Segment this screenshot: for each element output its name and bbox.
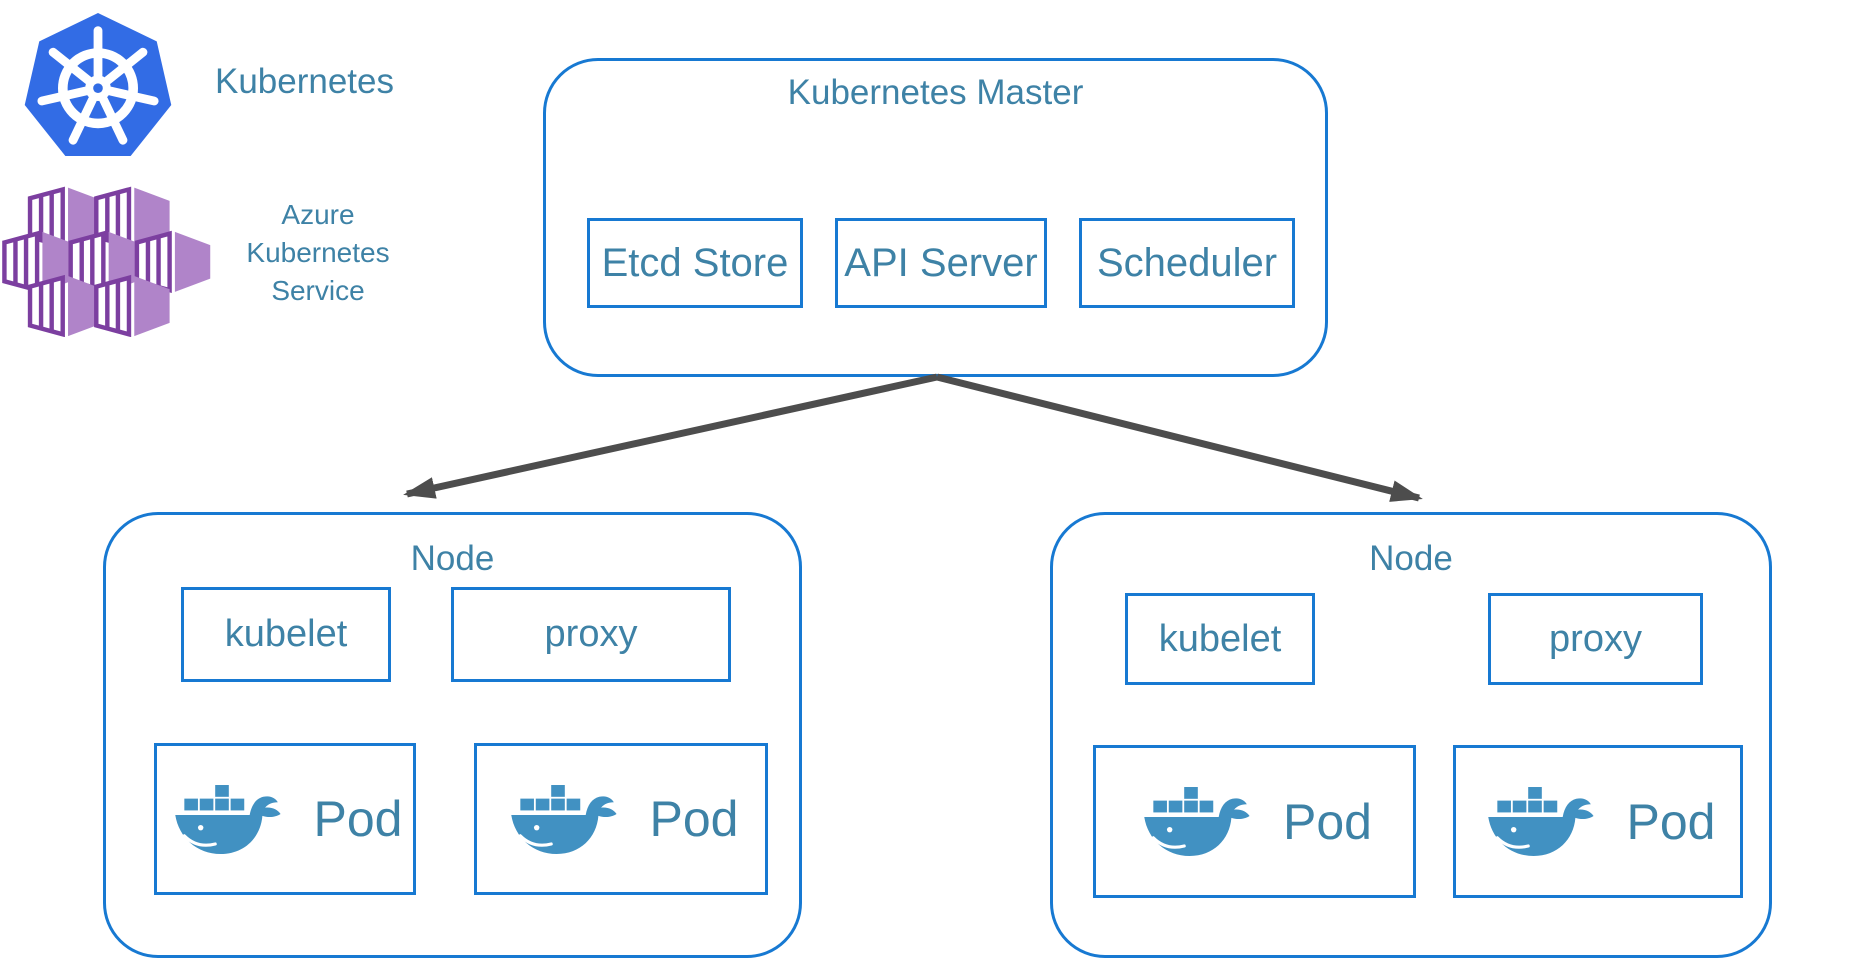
pod-box: Pod xyxy=(1093,745,1416,898)
docker-whale-icon xyxy=(510,784,617,854)
proxy-box: proxy xyxy=(1488,593,1703,685)
node-title: Node xyxy=(1369,539,1453,578)
component-box-api-server: API Server xyxy=(835,218,1047,308)
docker-whale-icon xyxy=(1144,787,1250,856)
aks-label-line1: Azure xyxy=(281,199,355,230)
kubernetes-label: Kubernetes xyxy=(214,62,395,101)
pod-box: Pod xyxy=(474,743,768,895)
master-to-left-node-arrow xyxy=(403,373,938,499)
pod-box: Pod xyxy=(154,743,416,895)
aks-logo-icon xyxy=(0,185,212,337)
pod-label: Pod xyxy=(649,791,739,847)
pod-label: Pod xyxy=(1283,793,1372,850)
pod-box: Pod xyxy=(1453,745,1743,898)
pod-label: Pod xyxy=(1626,793,1716,850)
kubelet-box: kubelet xyxy=(1125,593,1315,685)
kubernetes-logo-icon xyxy=(24,13,172,157)
master-box: Kubernetes Master Etcd Store API Server … xyxy=(543,58,1328,377)
aks-label-line3: Service xyxy=(271,275,365,306)
component-box-scheduler: Scheduler xyxy=(1079,218,1295,308)
node-title: Node xyxy=(410,539,495,578)
pod-label: Pod xyxy=(313,791,403,847)
aks-label-line2: Kubernetes xyxy=(246,237,390,268)
master-title: Kubernetes Master xyxy=(787,73,1084,112)
docker-whale-icon xyxy=(1487,787,1594,856)
master-to-right-node-arrow xyxy=(936,373,1423,502)
kubelet-box: kubelet xyxy=(181,587,391,682)
proxy-box: proxy xyxy=(451,587,731,682)
node-box-left: Node kubelet proxy Pod xyxy=(103,512,802,958)
node-box-right: Node kubelet proxy Pod xyxy=(1050,512,1772,958)
aks-label: Azure Kubernetes Service xyxy=(222,196,414,310)
docker-whale-icon xyxy=(174,784,281,854)
component-box-etcd-store: Etcd Store xyxy=(587,218,803,308)
